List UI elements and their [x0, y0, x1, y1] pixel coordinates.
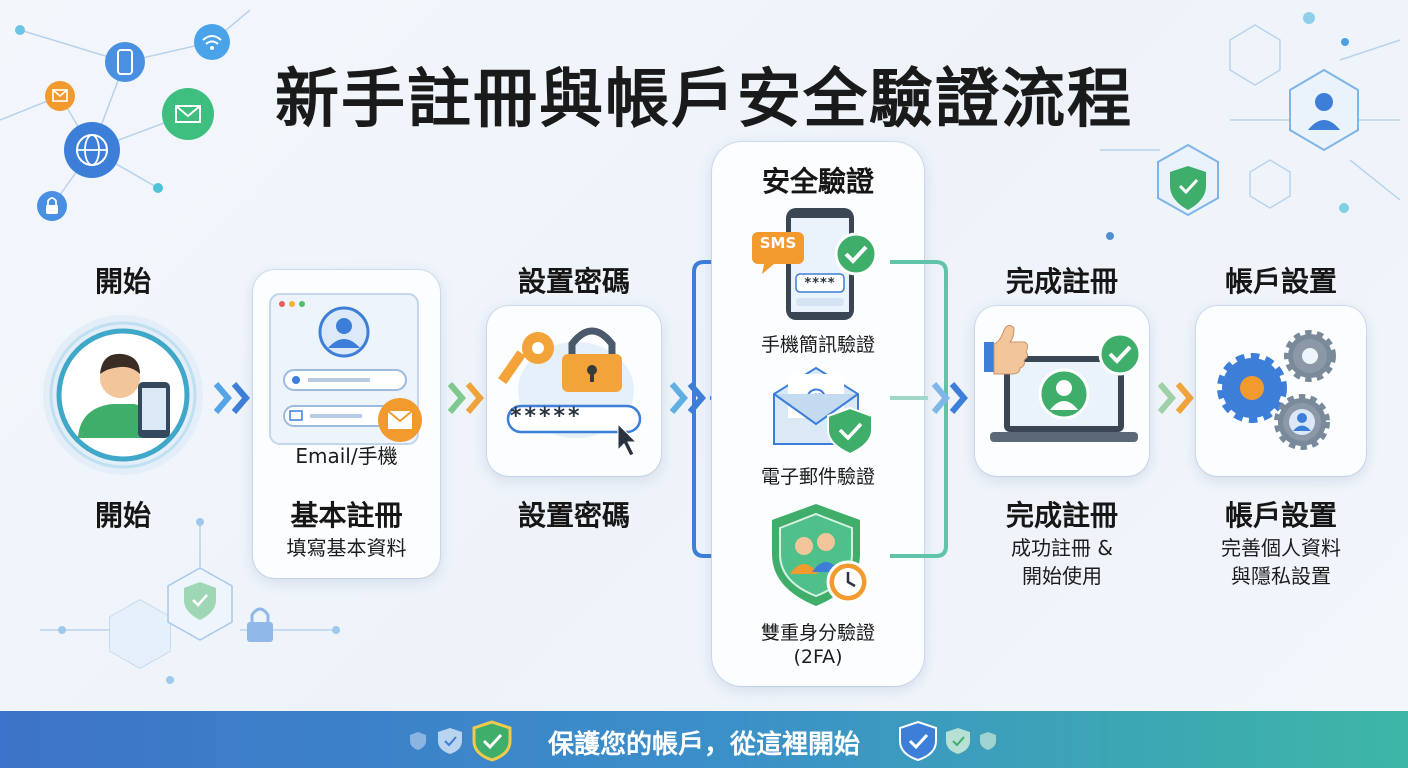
gear-icon — [1274, 394, 1330, 450]
chevron-right-icon — [213, 382, 250, 414]
account-desc-1: 完善個人資料 — [1221, 536, 1341, 560]
twofa-illustration — [772, 504, 870, 606]
network-decoration — [0, 9, 251, 221]
shield-check-icon — [827, 406, 873, 456]
user-icon — [1038, 368, 1090, 420]
start-node[interactable] — [40, 312, 210, 482]
complete-illustration — [984, 324, 1142, 442]
clock-icon — [826, 560, 870, 604]
shield-icon — [980, 732, 996, 750]
lock-icon — [37, 191, 67, 221]
footer-banner — [0, 711, 1408, 768]
sms-badge — [752, 232, 804, 274]
chevron-right-icon — [447, 382, 484, 414]
mail-icon — [378, 398, 422, 442]
password-masked: ***** — [510, 404, 583, 429]
shield-row-left — [410, 720, 512, 762]
register-label: 基本註冊 — [290, 499, 403, 532]
footer-slogan: 保護您的帳戶，從這裡開始 — [547, 730, 860, 760]
page-title: 新手註冊與帳戶安全驗證流程 — [275, 63, 1133, 137]
registration-form-icon — [269, 293, 422, 445]
twofa-verify-label: 雙重身分驗證 — [760, 622, 875, 644]
twofa-verify-label-2: (2FA) — [793, 646, 843, 668]
start-top-label: 開始 — [94, 265, 151, 298]
password-label: 設置密碼 — [517, 499, 630, 532]
register-desc: 填寫基本資料 — [286, 536, 407, 560]
shield-check-icon — [1170, 166, 1206, 210]
cursor-icon — [617, 422, 638, 457]
users-icon — [790, 533, 840, 574]
mail-icon — [162, 88, 214, 140]
shield-check-icon — [184, 582, 216, 620]
gear-icon — [1217, 353, 1287, 423]
sms-code: **** — [804, 276, 836, 291]
security-title: 安全驗證 — [761, 165, 874, 198]
sms-verify-label: 手機簡訊驗證 — [760, 334, 875, 356]
register-card-text: Email/手機 — [295, 444, 398, 468]
user-icon — [318, 306, 370, 358]
account-label: 帳戶設置 — [1224, 499, 1337, 532]
branch-connector-right — [890, 260, 948, 558]
key-icon — [498, 332, 554, 384]
shield-icon — [438, 728, 462, 754]
shield-row-right — [899, 720, 996, 762]
hex-network-decoration — [1100, 12, 1401, 240]
shield-check-icon — [899, 720, 937, 762]
complete-desc-1: 成功註冊 & — [1011, 536, 1113, 560]
phone-icon — [105, 42, 145, 82]
padlock-icon — [562, 327, 622, 392]
check-icon — [1098, 332, 1142, 376]
shield-check-icon — [472, 720, 512, 762]
complete-top-label: 完成註冊 — [1005, 265, 1118, 298]
password-illustration — [498, 327, 642, 457]
account-top-label: 帳戶設置 — [1224, 265, 1337, 298]
complete-desc-2: 開始使用 — [1022, 564, 1102, 588]
start-bottom-label: 開始 — [94, 499, 151, 532]
check-icon — [834, 232, 878, 276]
shield-icon — [410, 732, 426, 750]
user-icon — [1308, 93, 1340, 130]
phone-icon — [138, 382, 170, 438]
chevron-right-icon — [931, 382, 968, 414]
hex-decoration-bottom — [40, 518, 340, 684]
lock-icon — [247, 607, 273, 642]
sms-illustration — [752, 208, 878, 320]
gear-icon — [1284, 330, 1336, 382]
account-illustration — [1217, 330, 1336, 450]
sms-badge-label: SMS — [759, 234, 797, 252]
mail-icon — [45, 81, 75, 111]
email-illustration: @ — [773, 366, 873, 456]
email-verify-label: 電子郵件驗證 — [760, 466, 875, 488]
shield-icon — [946, 728, 970, 754]
account-desc-2: 與隱私設置 — [1231, 564, 1331, 588]
globe-icon — [64, 122, 120, 178]
password-top-label: 設置密碼 — [517, 265, 630, 298]
thumbs-up-icon — [984, 324, 1029, 375]
chevron-right-icon — [1157, 382, 1194, 414]
complete-label: 完成註冊 — [1005, 499, 1118, 532]
wifi-icon — [194, 24, 230, 60]
